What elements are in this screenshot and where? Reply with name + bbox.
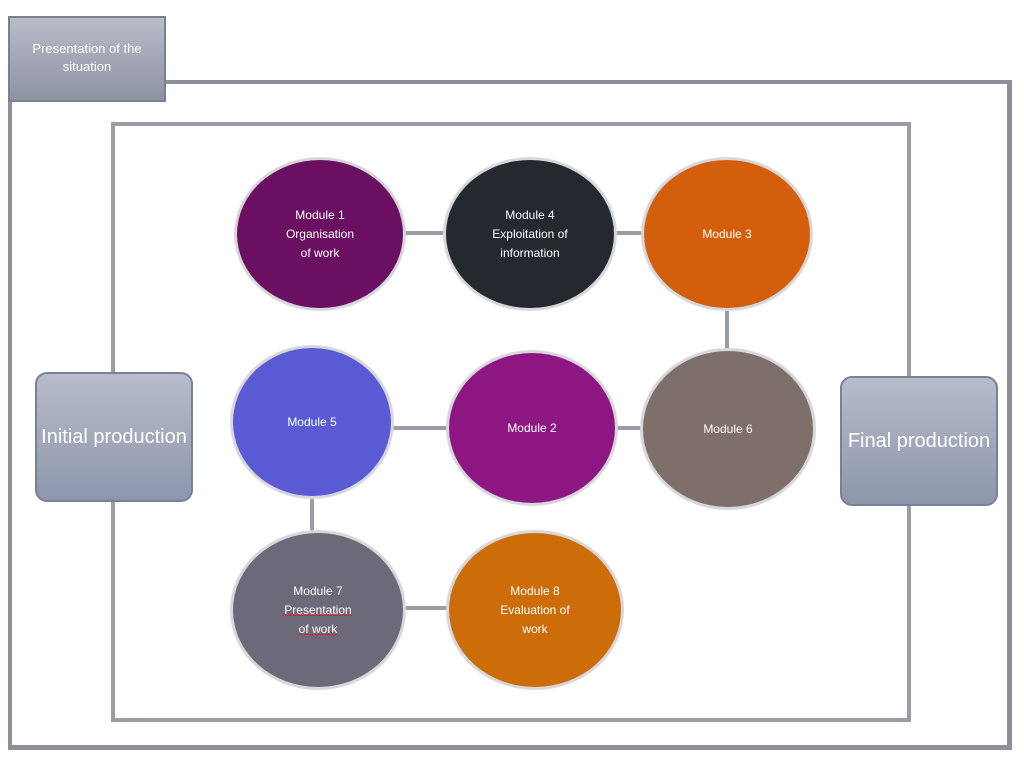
module-8-line2: Evaluation of bbox=[500, 602, 570, 617]
module-4-line3: information bbox=[500, 245, 560, 260]
initial-production-box: Initial production bbox=[35, 372, 193, 502]
module-2-circle: Module 2 bbox=[446, 350, 618, 506]
final-production-box: Final production bbox=[840, 376, 998, 506]
module-6-circle: Module 6 bbox=[640, 348, 816, 510]
module-5-title: Module 5 bbox=[287, 414, 337, 429]
module-8-circle: Module 8 Evaluation of work bbox=[446, 530, 624, 690]
situation-tab-text: Presentation of the situation bbox=[32, 41, 142, 74]
module-1-title: Module 1 bbox=[295, 207, 345, 222]
module-4-line2: Exploitation of bbox=[492, 226, 568, 241]
module-4-circle: Module 4 Exploitation of information bbox=[443, 157, 617, 311]
module-7-circle: Module 7 Presentation of work bbox=[230, 530, 406, 690]
module-3-title: Module 3 bbox=[702, 226, 752, 241]
module-1-line3: of work bbox=[300, 245, 340, 260]
module-1-line2: Organisation bbox=[285, 226, 355, 241]
module-8-title: Module 8 bbox=[510, 583, 560, 598]
module-4-title: Module 4 bbox=[505, 207, 555, 222]
module-1-circle: Module 1 Organisation of work bbox=[234, 157, 406, 311]
module-7-title: Module 7 bbox=[293, 583, 343, 598]
module-6-title: Module 6 bbox=[703, 421, 753, 436]
module-5-circle: Module 5 bbox=[230, 345, 394, 499]
module-2-title: Module 2 bbox=[507, 420, 557, 435]
initial-production-text: Initial production bbox=[41, 426, 187, 448]
module-8-line3: work bbox=[522, 621, 548, 636]
module-7-line2: Presentation bbox=[284, 602, 352, 617]
situation-tab-label: Presentation of the situation bbox=[8, 16, 166, 102]
final-production-text: Final production bbox=[847, 430, 991, 452]
module-7-line3: of work bbox=[298, 621, 338, 636]
module-3-circle: Module 3 bbox=[641, 157, 813, 311]
